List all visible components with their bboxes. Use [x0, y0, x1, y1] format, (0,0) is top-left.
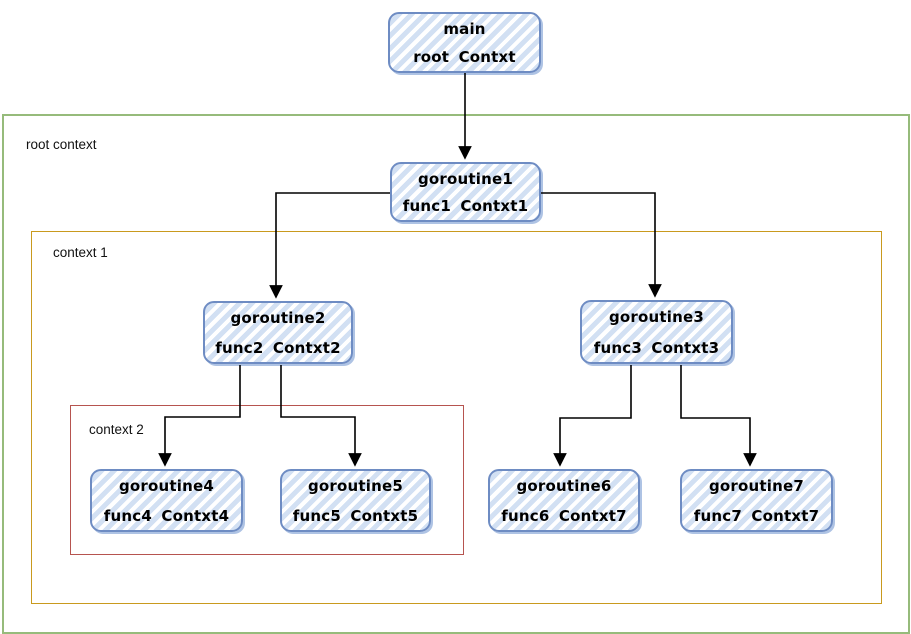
- context-label-1: context 1: [53, 245, 108, 260]
- node-goroutine1: goroutine1 func1 Contxt1: [390, 162, 541, 222]
- node-main: main root Contxt: [388, 12, 541, 73]
- node-goroutine3-subtitle: func3 Contxt3: [593, 339, 720, 357]
- node-goroutine3: goroutine3 func3 Contxt3: [580, 300, 733, 364]
- node-goroutine4-title: goroutine4: [118, 477, 215, 495]
- node-goroutine5-subtitle: func5 Contxt5: [292, 507, 419, 525]
- node-goroutine6-title: goroutine6: [516, 477, 612, 495]
- context-label-root: root context: [26, 137, 97, 152]
- node-goroutine7-subtitle: func7 Contxt7: [693, 507, 820, 525]
- node-goroutine6-subtitle: func6 Contxt7: [501, 507, 627, 525]
- node-goroutine1-subtitle: func1 Contxt1: [402, 197, 529, 215]
- context-box-2: context 2: [70, 405, 464, 555]
- node-main-title: main: [443, 20, 486, 38]
- node-goroutine2: goroutine2 func2 Contxt2: [203, 301, 353, 364]
- node-goroutine2-title: goroutine2: [230, 309, 326, 327]
- node-goroutine7-title: goroutine7: [708, 477, 805, 495]
- node-goroutine4-subtitle: func4 Contxt4: [103, 507, 230, 525]
- node-goroutine1-title: goroutine1: [417, 170, 514, 188]
- node-goroutine3-title: goroutine3: [608, 308, 705, 326]
- context-box-1: context 1: [31, 231, 882, 604]
- context-box-root: root context: [2, 114, 910, 634]
- node-main-subtitle: root Contxt: [413, 48, 516, 66]
- node-goroutine6: goroutine6 func6 Contxt7: [488, 469, 640, 532]
- context-label-2: context 2: [89, 422, 144, 437]
- node-goroutine5-title: goroutine5: [307, 477, 404, 495]
- node-goroutine5: goroutine5 func5 Contxt5: [280, 469, 431, 532]
- node-goroutine7: goroutine7 func7 Contxt7: [680, 469, 833, 532]
- node-goroutine4: goroutine4 func4 Contxt4: [90, 469, 243, 532]
- node-goroutine2-subtitle: func2 Contxt2: [215, 339, 341, 357]
